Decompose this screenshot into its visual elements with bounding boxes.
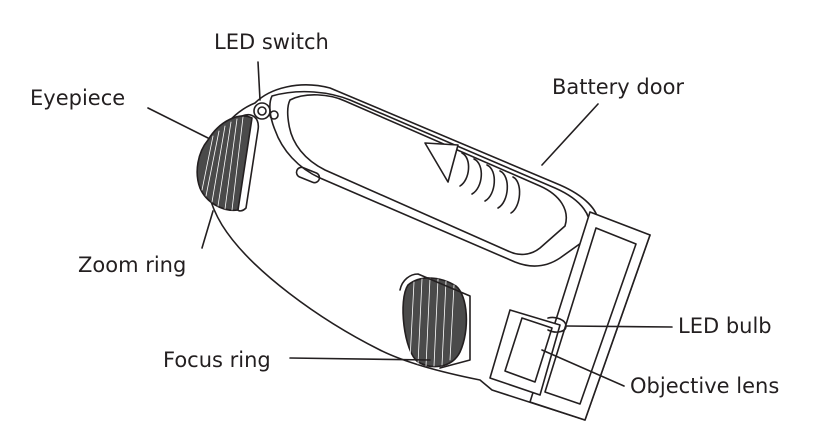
battery-door-panel (286, 94, 567, 256)
battery-door-ridge-2 (459, 152, 470, 187)
zoom-ring-label: Zoom ring (78, 253, 187, 277)
objective-lens-inner (504, 317, 553, 383)
side-slot (295, 166, 321, 184)
led-switch-label: LED switch (214, 30, 329, 54)
battery-door-ridge-6 (510, 176, 521, 214)
zoom-ring-leader (201, 210, 214, 249)
battery-door-ridge-4 (484, 164, 496, 202)
eyepiece-cap (237, 114, 260, 212)
led-switch-button-inner (257, 106, 267, 116)
objective-lens-leader (541, 349, 625, 387)
led-switch-dot (269, 110, 279, 120)
led-bulb-label: LED bulb (678, 314, 772, 338)
top-shell (269, 90, 591, 267)
led-switch-button (253, 102, 271, 120)
led-switch-leader (257, 61, 261, 101)
focus-ring-recess (399, 273, 471, 369)
led-bulb-leader (565, 325, 673, 328)
focus-ring (402, 277, 468, 368)
focus-ring-leader (289, 357, 431, 361)
eyepiece-leader (147, 107, 209, 139)
battery-door-ridge-1 (424, 142, 459, 183)
objective-housing-inner (544, 227, 637, 405)
objective-lens-label: Objective lens (630, 374, 780, 398)
battery-door-ridge-3 (471, 158, 483, 195)
focus-ring-label: Focus ring (163, 348, 271, 372)
objective-lens-barrel (489, 309, 561, 396)
battery-door-label: Battery door (552, 75, 685, 99)
battery-door-ridge-5 (497, 170, 509, 209)
eyepiece-label: Eyepiece (30, 86, 126, 110)
zoom-ring (196, 115, 253, 212)
battery-door-leader (541, 103, 599, 166)
